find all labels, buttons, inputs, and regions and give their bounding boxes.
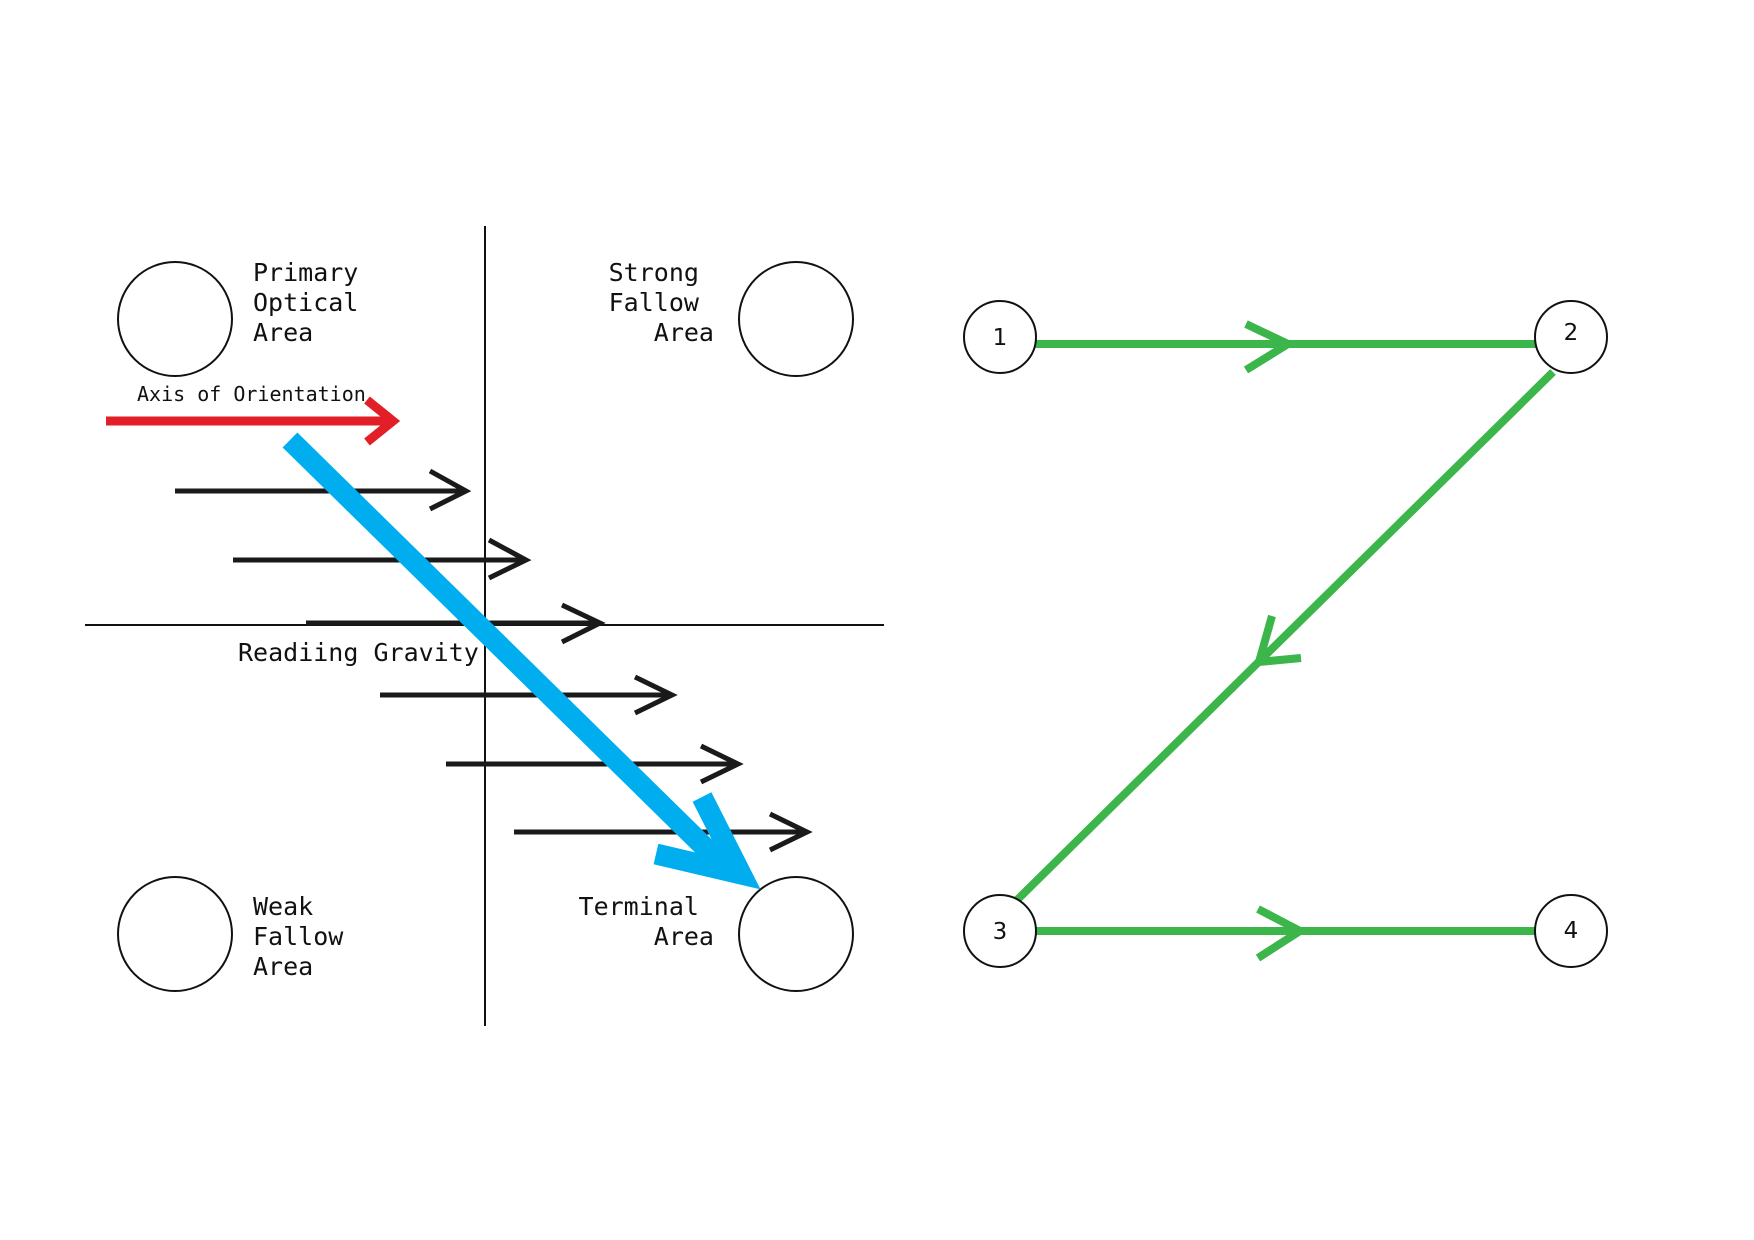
strong-fallow-area-circle	[738, 261, 854, 377]
strong-fallow-area-label: Strong Fallow Area	[609, 258, 714, 347]
z-direction-arrow	[1255, 905, 1308, 962]
terminal-area-label: Terminal Area	[579, 892, 714, 951]
svg-text:1: 1	[993, 325, 1008, 351]
reading-gravity-arrow	[282, 432, 761, 890]
z-direction-arrow	[1253, 614, 1302, 667]
weak-fallow-area-circle	[117, 876, 233, 992]
z-node-2: 2	[1534, 300, 1608, 374]
svg-text:2: 2	[1564, 320, 1579, 346]
z-pattern-diagram: 1 2 3 4	[963, 300, 1608, 968]
reading-arrow	[233, 537, 532, 581]
primary-optical-area-label: Primary Optical Area	[253, 258, 373, 347]
weak-fallow-area-label: Weak Fallow Area	[253, 892, 358, 981]
terminal-area-circle	[738, 876, 854, 992]
reading-arrow	[306, 602, 606, 645]
z-node-4: 4	[1534, 894, 1608, 968]
reading-gravity-label: Readiing Gravity	[238, 638, 479, 667]
svg-text:4: 4	[1564, 918, 1579, 944]
reading-arrows	[175, 468, 813, 853]
svg-text:3: 3	[993, 919, 1008, 945]
z-node-1: 1	[963, 300, 1037, 374]
axis-of-orientation-label: Axis of Orientation	[137, 382, 366, 406]
gutenberg-diagram: Primary Optical Area Strong Fallow Area …	[85, 226, 884, 1026]
z-direction-arrow	[1243, 320, 1297, 374]
reading-arrow	[514, 811, 813, 853]
z-node-3: 3	[963, 894, 1037, 968]
primary-optical-area-circle	[117, 261, 233, 377]
reading-arrow	[175, 468, 472, 512]
z-path-segment	[1013, 369, 1556, 904]
reading-arrow	[446, 743, 744, 785]
reading-arrow	[380, 674, 678, 716]
axis-of-orientation-arrow	[106, 396, 401, 446]
